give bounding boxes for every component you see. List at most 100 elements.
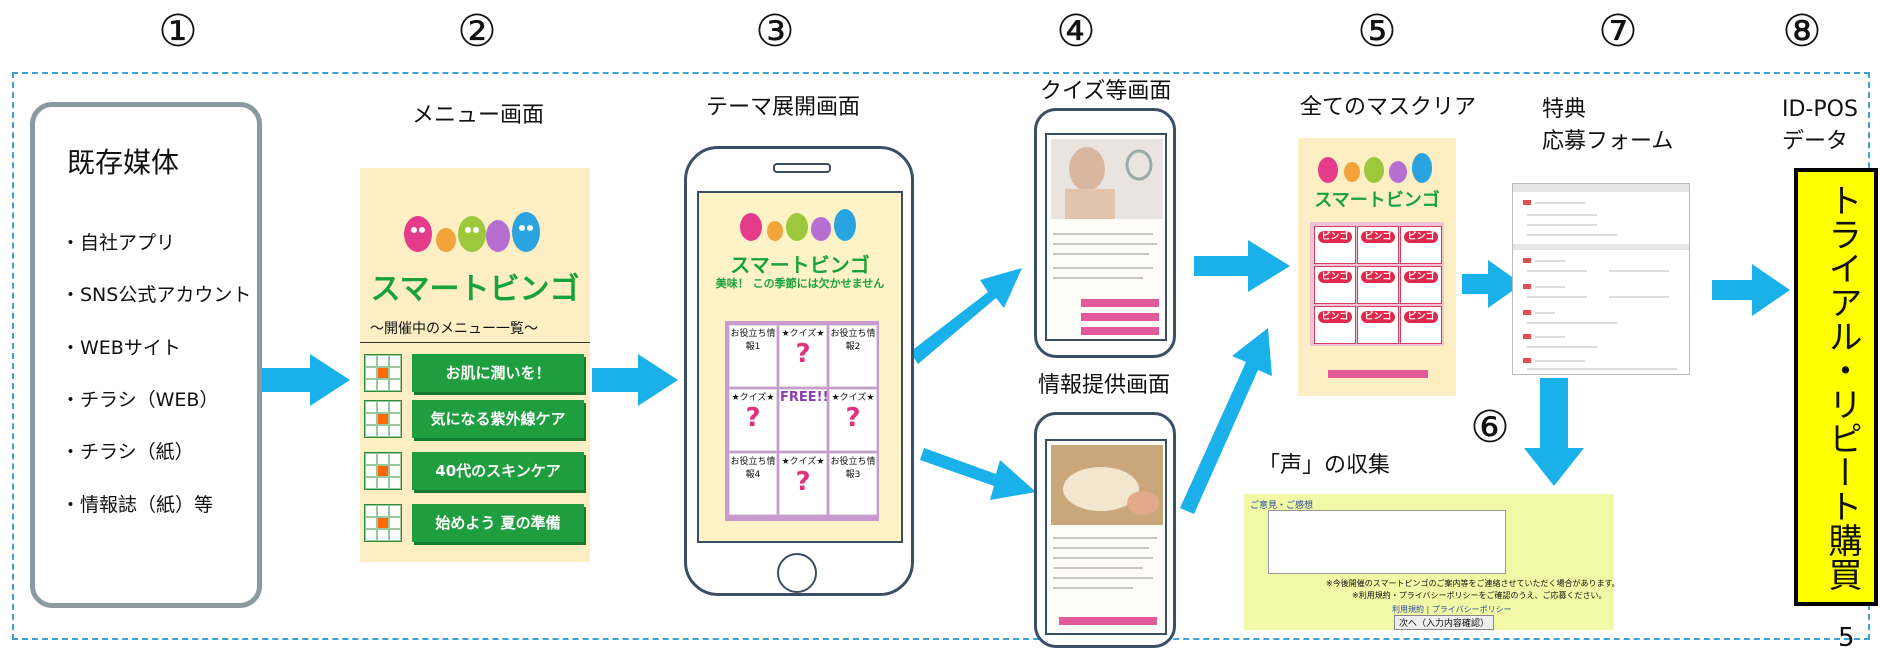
menu-brand-title: スマートビンゴ <box>370 272 580 307</box>
bingo-grid-icon <box>364 504 402 542</box>
arrow-theme-to-info <box>920 448 1036 500</box>
quiz-photo <box>1051 139 1163 219</box>
bingo-cell-label: お役立ち情報2 <box>830 329 876 352</box>
bingo-cell[interactable]: ★クイズ★? <box>779 325 827 387</box>
bingo-cell[interactable]: ★クイズ★? <box>829 389 877 451</box>
menu-button-40s-skincare[interactable]: 40代のスキンケア <box>412 452 584 490</box>
home-button-icon <box>777 553 817 593</box>
quiz-answer-button[interactable] <box>1081 313 1159 321</box>
quiz-phone-frame <box>1034 108 1176 358</box>
voice-next-button[interactable]: 次へ（入力内容確認） <box>1394 615 1495 630</box>
arrow-quiz-to-clear <box>1194 240 1290 292</box>
trial-repeat-purchase-box: トライアル・リピート購買 <box>1794 168 1878 606</box>
arrow-theme-to-quiz <box>910 268 1022 364</box>
bonus-label-line1: 特典 <box>1542 97 1587 122</box>
step-number-4: ④ <box>1056 6 1096 57</box>
theme-bingo-board: お役立ち情報1 ★クイズ★? お役立ち情報2 ★クイズ★? FREE!! ★クイ… <box>725 321 879 521</box>
bingo-tile: ビンゴ <box>1314 266 1356 304</box>
step-number-6: ⑥ <box>1470 402 1510 453</box>
bingo-tile: ビンゴ <box>1314 226 1356 264</box>
bingo-cell[interactable]: お役立ち情報2 <box>829 325 877 387</box>
theme-phone-frame: スマートビンゴ 美味！ この季節には欠かせません お役立ち情報1 ★クイズ★? … <box>684 146 914 596</box>
media-item: ・チラシ（紙） <box>61 441 194 463</box>
menu-button-moisture[interactable]: お肌に潤いを！ <box>412 354 584 392</box>
theme-screen-label: テーマ展開画面 <box>706 95 861 120</box>
question-mark-icon: ? <box>845 403 861 433</box>
feedback-textarea[interactable] <box>1268 510 1506 574</box>
arrow-clear-to-form <box>1462 260 1522 308</box>
bingo-cell[interactable]: ★クイズ★? <box>779 453 827 515</box>
bingo-cell[interactable]: お役立ち情報1 <box>729 325 777 387</box>
bingo-tile-label: ビンゴ <box>1318 231 1352 243</box>
media-item: ・自社アプリ <box>61 232 176 254</box>
bingo-tile-label: ビンゴ <box>1318 271 1352 283</box>
bingo-cell-free[interactable]: FREE!! <box>779 389 829 451</box>
clear-bingo-board: ビンゴ ビンゴ ビンゴ ビンゴ ビンゴ ビンゴ ビンゴ ビンゴ ビンゴ <box>1310 222 1444 346</box>
voice-note-2: ※利用規約・プライバシーポリシーをご確認のうえ、ご応募ください。 <box>1352 591 1607 600</box>
existing-media-box: 既存媒体 ・自社アプリ ・SNS公式アカウント ・WEBサイト ・チラシ（WEB… <box>30 102 262 608</box>
form-header-bar <box>1513 184 1689 192</box>
arrow-form-to-voice <box>1524 378 1584 486</box>
person-photo-icon <box>1065 147 1153 219</box>
mascot-characters-icon <box>404 212 540 252</box>
step-number-3: ③ <box>755 6 795 57</box>
bonus-label-line2: 応募フォーム <box>1542 129 1674 154</box>
info-next-button[interactable] <box>1059 617 1157 625</box>
menu-row: 40代のスキンケア <box>364 452 586 490</box>
question-mark-icon: ? <box>795 467 811 497</box>
media-item: ・チラシ（WEB） <box>61 389 219 411</box>
media-item: ・WEBサイト <box>61 337 181 359</box>
bingo-tile-label: ビンゴ <box>1361 231 1395 243</box>
bingo-cell[interactable]: ★クイズ★? <box>729 389 777 451</box>
theme-brand-title: スマートビンゴ <box>730 253 870 277</box>
bingo-cell-label: お役立ち情報3 <box>830 457 876 480</box>
info-screen-label: 情報提供画面 <box>1038 373 1171 398</box>
bingo-cell-label: お役立ち情報4 <box>730 457 776 480</box>
quiz-answer-button[interactable] <box>1081 327 1159 335</box>
step-number-2: ② <box>457 6 497 57</box>
menu-row: お肌に潤いを！ <box>364 354 586 392</box>
free-label: FREE!! <box>780 390 829 405</box>
purchase-text: トライアル・リピート購買 <box>1822 183 1862 591</box>
bingo-tile-label: ビンゴ <box>1361 271 1395 283</box>
arrow-media-to-menu <box>262 354 350 406</box>
bingo-tile: ビンゴ <box>1357 306 1399 344</box>
food-photo-icon <box>1063 467 1159 515</box>
bingo-tile: ビンゴ <box>1357 226 1399 264</box>
voice-feedback-form: ご意見・ご感想 ※今後開催のスマートビンゴのご案内等をご連絡させていただく場合が… <box>1244 494 1620 630</box>
idpos-label-line2: データ <box>1782 129 1849 154</box>
clear-apply-button[interactable] <box>1328 370 1428 378</box>
mascot-characters-icon <box>740 209 856 241</box>
mascot-characters-icon <box>1318 153 1432 183</box>
step-number-8: ⑧ <box>1782 6 1822 57</box>
phone-speaker-icon <box>773 163 831 173</box>
bingo-grid-icon <box>364 354 402 392</box>
step-number-5: ⑤ <box>1357 6 1397 57</box>
quiz-answer-button[interactable] <box>1081 299 1159 307</box>
bingo-cell-label: お役立ち情報1 <box>730 329 776 352</box>
voice-label: 「声」の収集 <box>1258 453 1391 478</box>
quiz-screen-label: クイズ等画面 <box>1040 79 1172 104</box>
clear-screen-label: 全てのマスクリア <box>1300 95 1477 120</box>
menu-button-summer-prep[interactable]: 始めよう 夏の準備 <box>412 504 584 542</box>
clear-screen-mock: スマートビンゴ ビンゴ ビンゴ ビンゴ ビンゴ ビンゴ ビンゴ ビンゴ ビンゴ … <box>1298 138 1456 396</box>
bingo-grid-icon <box>364 400 402 438</box>
bingo-cell[interactable]: お役立ち情報3 <box>829 453 877 515</box>
page-number: 5 <box>1838 623 1855 653</box>
bingo-cell-label: ★クイズ★ <box>781 457 825 467</box>
bingo-cell-label: ★クイズ★ <box>731 393 775 403</box>
arrow-form-to-idpos <box>1712 264 1790 316</box>
menu-button-uv-care[interactable]: 気になる紫外線ケア <box>412 400 584 438</box>
bingo-tile-label: ビンゴ <box>1404 271 1438 283</box>
terms-privacy-links[interactable]: 利用規約 | プライバシーポリシー <box>1392 605 1512 614</box>
bingo-tile: ビンゴ <box>1400 226 1442 264</box>
media-item: ・情報誌（紙）等 <box>61 494 214 516</box>
bingo-tile: ビンゴ <box>1314 306 1356 344</box>
bingo-tile-label: ビンゴ <box>1318 311 1352 323</box>
bingo-cell[interactable]: お役立ち情報4 <box>729 453 777 515</box>
bingo-grid-icon <box>364 452 402 490</box>
menu-divider <box>360 342 590 343</box>
info-phone-frame <box>1034 412 1176 648</box>
theme-tagline: 美味！ この季節には欠かせません <box>715 277 885 290</box>
bingo-tile-label: ビンゴ <box>1361 311 1395 323</box>
